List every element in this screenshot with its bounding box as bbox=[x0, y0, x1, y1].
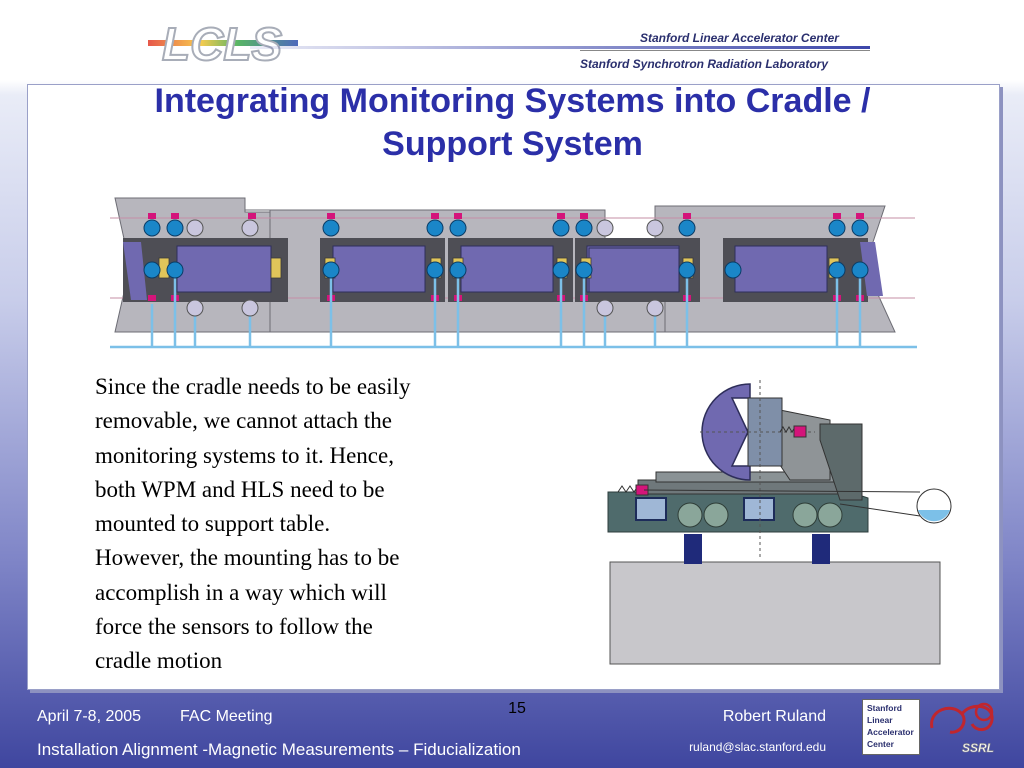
body-line: However, the mounting has to be bbox=[95, 545, 400, 571]
page-number: 15 bbox=[508, 700, 526, 717]
body-line: cradle motion bbox=[95, 648, 223, 674]
wire-line bbox=[643, 489, 921, 493]
footer-meeting: FAC Meeting bbox=[180, 708, 273, 725]
ssrl-logo: SSRL bbox=[930, 702, 994, 755]
body-line: Since the cradle needs to be easily bbox=[95, 374, 411, 399]
wire-line-lower bbox=[839, 503, 921, 517]
slac-logo-line: Stanford bbox=[867, 703, 902, 713]
support-leg bbox=[684, 534, 702, 564]
concrete-pedestal bbox=[609, 561, 941, 665]
body-line: accomplish in a way which will bbox=[95, 579, 387, 605]
hls-water bbox=[918, 510, 950, 522]
body-line: monitoring systems to it. Hence, bbox=[95, 442, 394, 468]
end-plate-left bbox=[123, 242, 147, 300]
body-line: force the sensors to follow the bbox=[95, 614, 373, 640]
header-divider-thin bbox=[580, 50, 870, 51]
slide-title: Integrating Monitoring Systems into Crad… bbox=[27, 80, 998, 166]
end-plate-right bbox=[860, 242, 883, 296]
slac-logo-line: Accelerator bbox=[867, 727, 914, 737]
wpm-box-right bbox=[743, 497, 775, 521]
slac-logo-line: Linear bbox=[867, 715, 893, 725]
cradle-top-view-diagram bbox=[110, 197, 917, 349]
footer-author: Robert Ruland bbox=[722, 708, 826, 725]
magnet-pole bbox=[747, 397, 783, 467]
hls-sensors bbox=[186, 219, 664, 317]
wpm-box-left bbox=[635, 497, 667, 521]
header-divider bbox=[250, 46, 870, 49]
svg-text:SSRL: SSRL bbox=[962, 741, 994, 755]
footer-email: ruland@slac.stanford.edu bbox=[689, 740, 826, 754]
title-line-1: Integrating Monitoring Systems into Crad… bbox=[154, 82, 871, 120]
slide-body-text: Since the cradle needs to be easily remo… bbox=[95, 370, 505, 679]
body-line: removable, we cannot attach the bbox=[95, 408, 392, 434]
org-name-ssrl: Stanford Synchrotron Radiation Laborator… bbox=[580, 57, 829, 71]
right-tower bbox=[819, 423, 863, 501]
title-line-2: Support System bbox=[382, 125, 643, 163]
footer-subtitle: Installation Alignment -Magnetic Measure… bbox=[37, 740, 521, 759]
svg-text:LCLS: LCLS bbox=[162, 18, 282, 68]
body-line: mounted to support table. bbox=[95, 511, 331, 537]
ssrl-ring-icon bbox=[930, 704, 994, 734]
slac-logo: Stanford Linear Accelerator Center bbox=[862, 699, 920, 755]
wpm-sensors bbox=[143, 219, 869, 279]
cradle-cross-section-diagram bbox=[607, 380, 952, 665]
slac-logo-line: Center bbox=[867, 739, 894, 749]
target-marker bbox=[793, 425, 807, 438]
org-name-slac: Stanford Linear Accelerator Center bbox=[640, 31, 839, 45]
support-leg bbox=[812, 534, 830, 564]
magnet-extension bbox=[588, 247, 680, 293]
body-line: both WPM and HLS need to be bbox=[95, 476, 385, 502]
lcls-logo: LCLS bbox=[148, 17, 298, 68]
rollers bbox=[677, 502, 843, 528]
footer-date: April 7-8, 2005 bbox=[37, 708, 142, 725]
